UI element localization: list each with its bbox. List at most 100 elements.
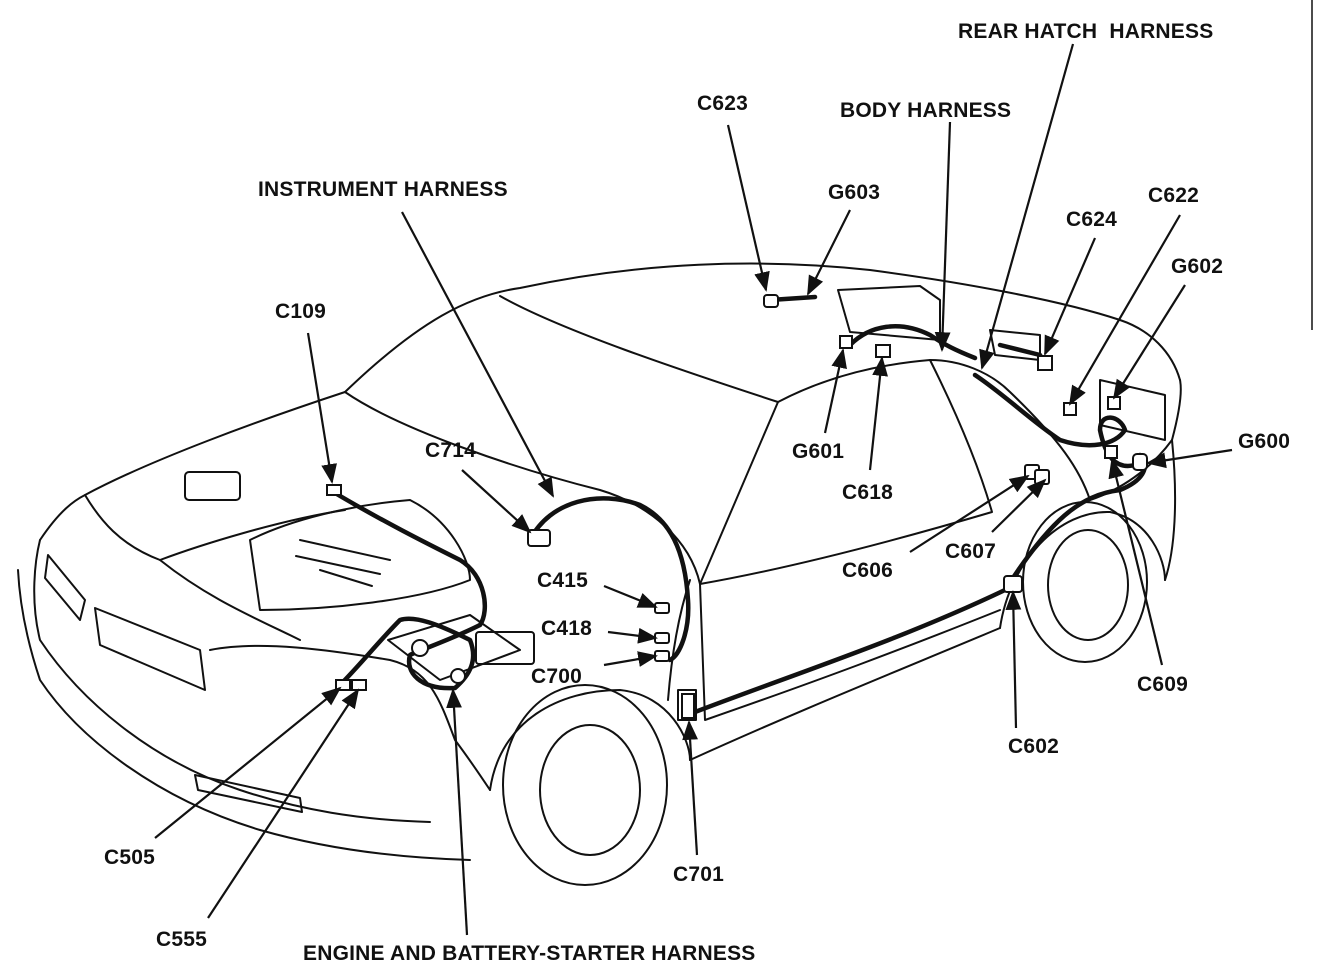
rear-wheel-hub — [1047, 529, 1129, 641]
g601-leader — [823, 348, 847, 434]
harness-wires — [327, 294, 1147, 715]
c618-label: C618 — [842, 481, 893, 504]
c505-leader — [154, 686, 342, 839]
instrument-harness-label: INSTRUMENT HARNESS — [258, 178, 508, 201]
c623-leader — [726, 124, 770, 292]
c555-leader — [207, 688, 360, 919]
c700-label: C700 — [531, 665, 582, 688]
front-wheel — [502, 684, 668, 886]
roof-outline — [344, 262, 1181, 393]
c623-connector — [763, 294, 779, 308]
hood-outline — [84, 391, 346, 496]
body-harness-rear-wire — [847, 324, 978, 361]
c418-connector — [654, 632, 670, 644]
c555-connector — [351, 679, 367, 691]
c700-leader — [603, 651, 658, 667]
rocker-panel — [689, 627, 1001, 761]
labels: REAR HATCH HARNESS BODY HARNESS INSTRUME… — [104, 20, 1290, 964]
foglight — [194, 774, 303, 813]
c622-leader — [1069, 214, 1181, 406]
g603-leader — [807, 209, 851, 296]
g603-label: G603 — [828, 181, 880, 204]
c109-connector — [326, 484, 342, 496]
c714-label: C714 — [425, 439, 476, 462]
g602-label: G602 — [1171, 255, 1223, 278]
headlight-left — [44, 554, 86, 621]
windshield — [499, 295, 779, 585]
c555-label: C555 — [156, 928, 207, 951]
c624-leader — [1043, 237, 1097, 356]
engine-cover — [249, 499, 471, 611]
c109-leader — [306, 332, 337, 484]
hood-crease — [159, 559, 301, 641]
g600-connector — [1132, 453, 1148, 471]
g600-leader — [1146, 448, 1233, 469]
c622-label: C622 — [1148, 184, 1199, 207]
engine-ribs — [295, 539, 391, 587]
c622-connector — [1063, 402, 1077, 416]
c700-connector — [654, 650, 670, 662]
rear-hatch-leader — [979, 43, 1075, 370]
body-harness-wire — [692, 452, 1147, 715]
c607-label: C607 — [945, 540, 996, 563]
rear-deck — [989, 329, 1041, 361]
c623-label: C623 — [697, 92, 748, 115]
battery-terminal-2 — [450, 668, 466, 684]
fuse-box — [184, 471, 241, 501]
c609-label: C609 — [1137, 673, 1188, 696]
rear-wheel-arch — [999, 510, 1166, 629]
battery — [387, 614, 521, 681]
windshield-lower — [344, 391, 701, 585]
g600-label: G600 — [1238, 430, 1290, 453]
g601-connector — [839, 335, 853, 349]
g602-connector — [1107, 396, 1121, 410]
front-wheel-hub — [539, 724, 641, 856]
c109-label: C109 — [275, 300, 326, 323]
engine-harness-leader — [446, 688, 469, 936]
c606-leader — [909, 474, 1030, 553]
side-glass — [699, 359, 993, 585]
instrument-harness-wire — [527, 496, 691, 663]
hood-front — [39, 494, 346, 561]
front-bumper — [17, 569, 471, 861]
c624-label: C624 — [1066, 208, 1117, 231]
c701-leader — [682, 720, 699, 856]
instrument-harness-leader — [401, 211, 554, 498]
engine-battery-starter-harness-label: ENGINE AND BATTERY-STARTER HARNESS — [303, 942, 756, 964]
rear-parcel-shelf — [837, 285, 941, 341]
c418-leader — [607, 627, 658, 644]
body-harness-label: BODY HARNESS — [840, 99, 1011, 122]
c618-leader — [868, 356, 888, 471]
battery-terminal — [411, 639, 429, 657]
right-mirror — [677, 689, 697, 721]
c418-label: C418 — [541, 617, 592, 640]
connectors — [326, 294, 1148, 719]
leader-lines — [154, 43, 1233, 936]
c701-connector — [681, 693, 695, 719]
c415-leader — [603, 584, 658, 609]
car-body-outline — [17, 262, 1182, 886]
c714-connector — [527, 529, 551, 547]
c607-leader — [991, 478, 1047, 533]
engine-harness-wire — [327, 487, 488, 691]
g602-leader — [1112, 284, 1186, 400]
relay-box — [475, 631, 535, 665]
c606-label: C606 — [842, 559, 893, 582]
c505-label: C505 — [104, 846, 155, 869]
tail-light — [1099, 379, 1166, 441]
c602-leader — [1005, 590, 1022, 729]
g601-label: G601 — [792, 440, 844, 463]
c415-label: C415 — [537, 569, 588, 592]
c415-connector — [654, 602, 670, 614]
c714-leader — [461, 469, 532, 534]
rear-glass — [929, 359, 1091, 501]
c602-connector — [1003, 575, 1023, 593]
c609-connector — [1104, 445, 1118, 459]
grille — [94, 607, 206, 691]
c609-leader — [1108, 458, 1164, 666]
c624-connector — [1037, 355, 1053, 371]
front-fender — [209, 644, 491, 791]
c701-label: C701 — [673, 863, 724, 886]
